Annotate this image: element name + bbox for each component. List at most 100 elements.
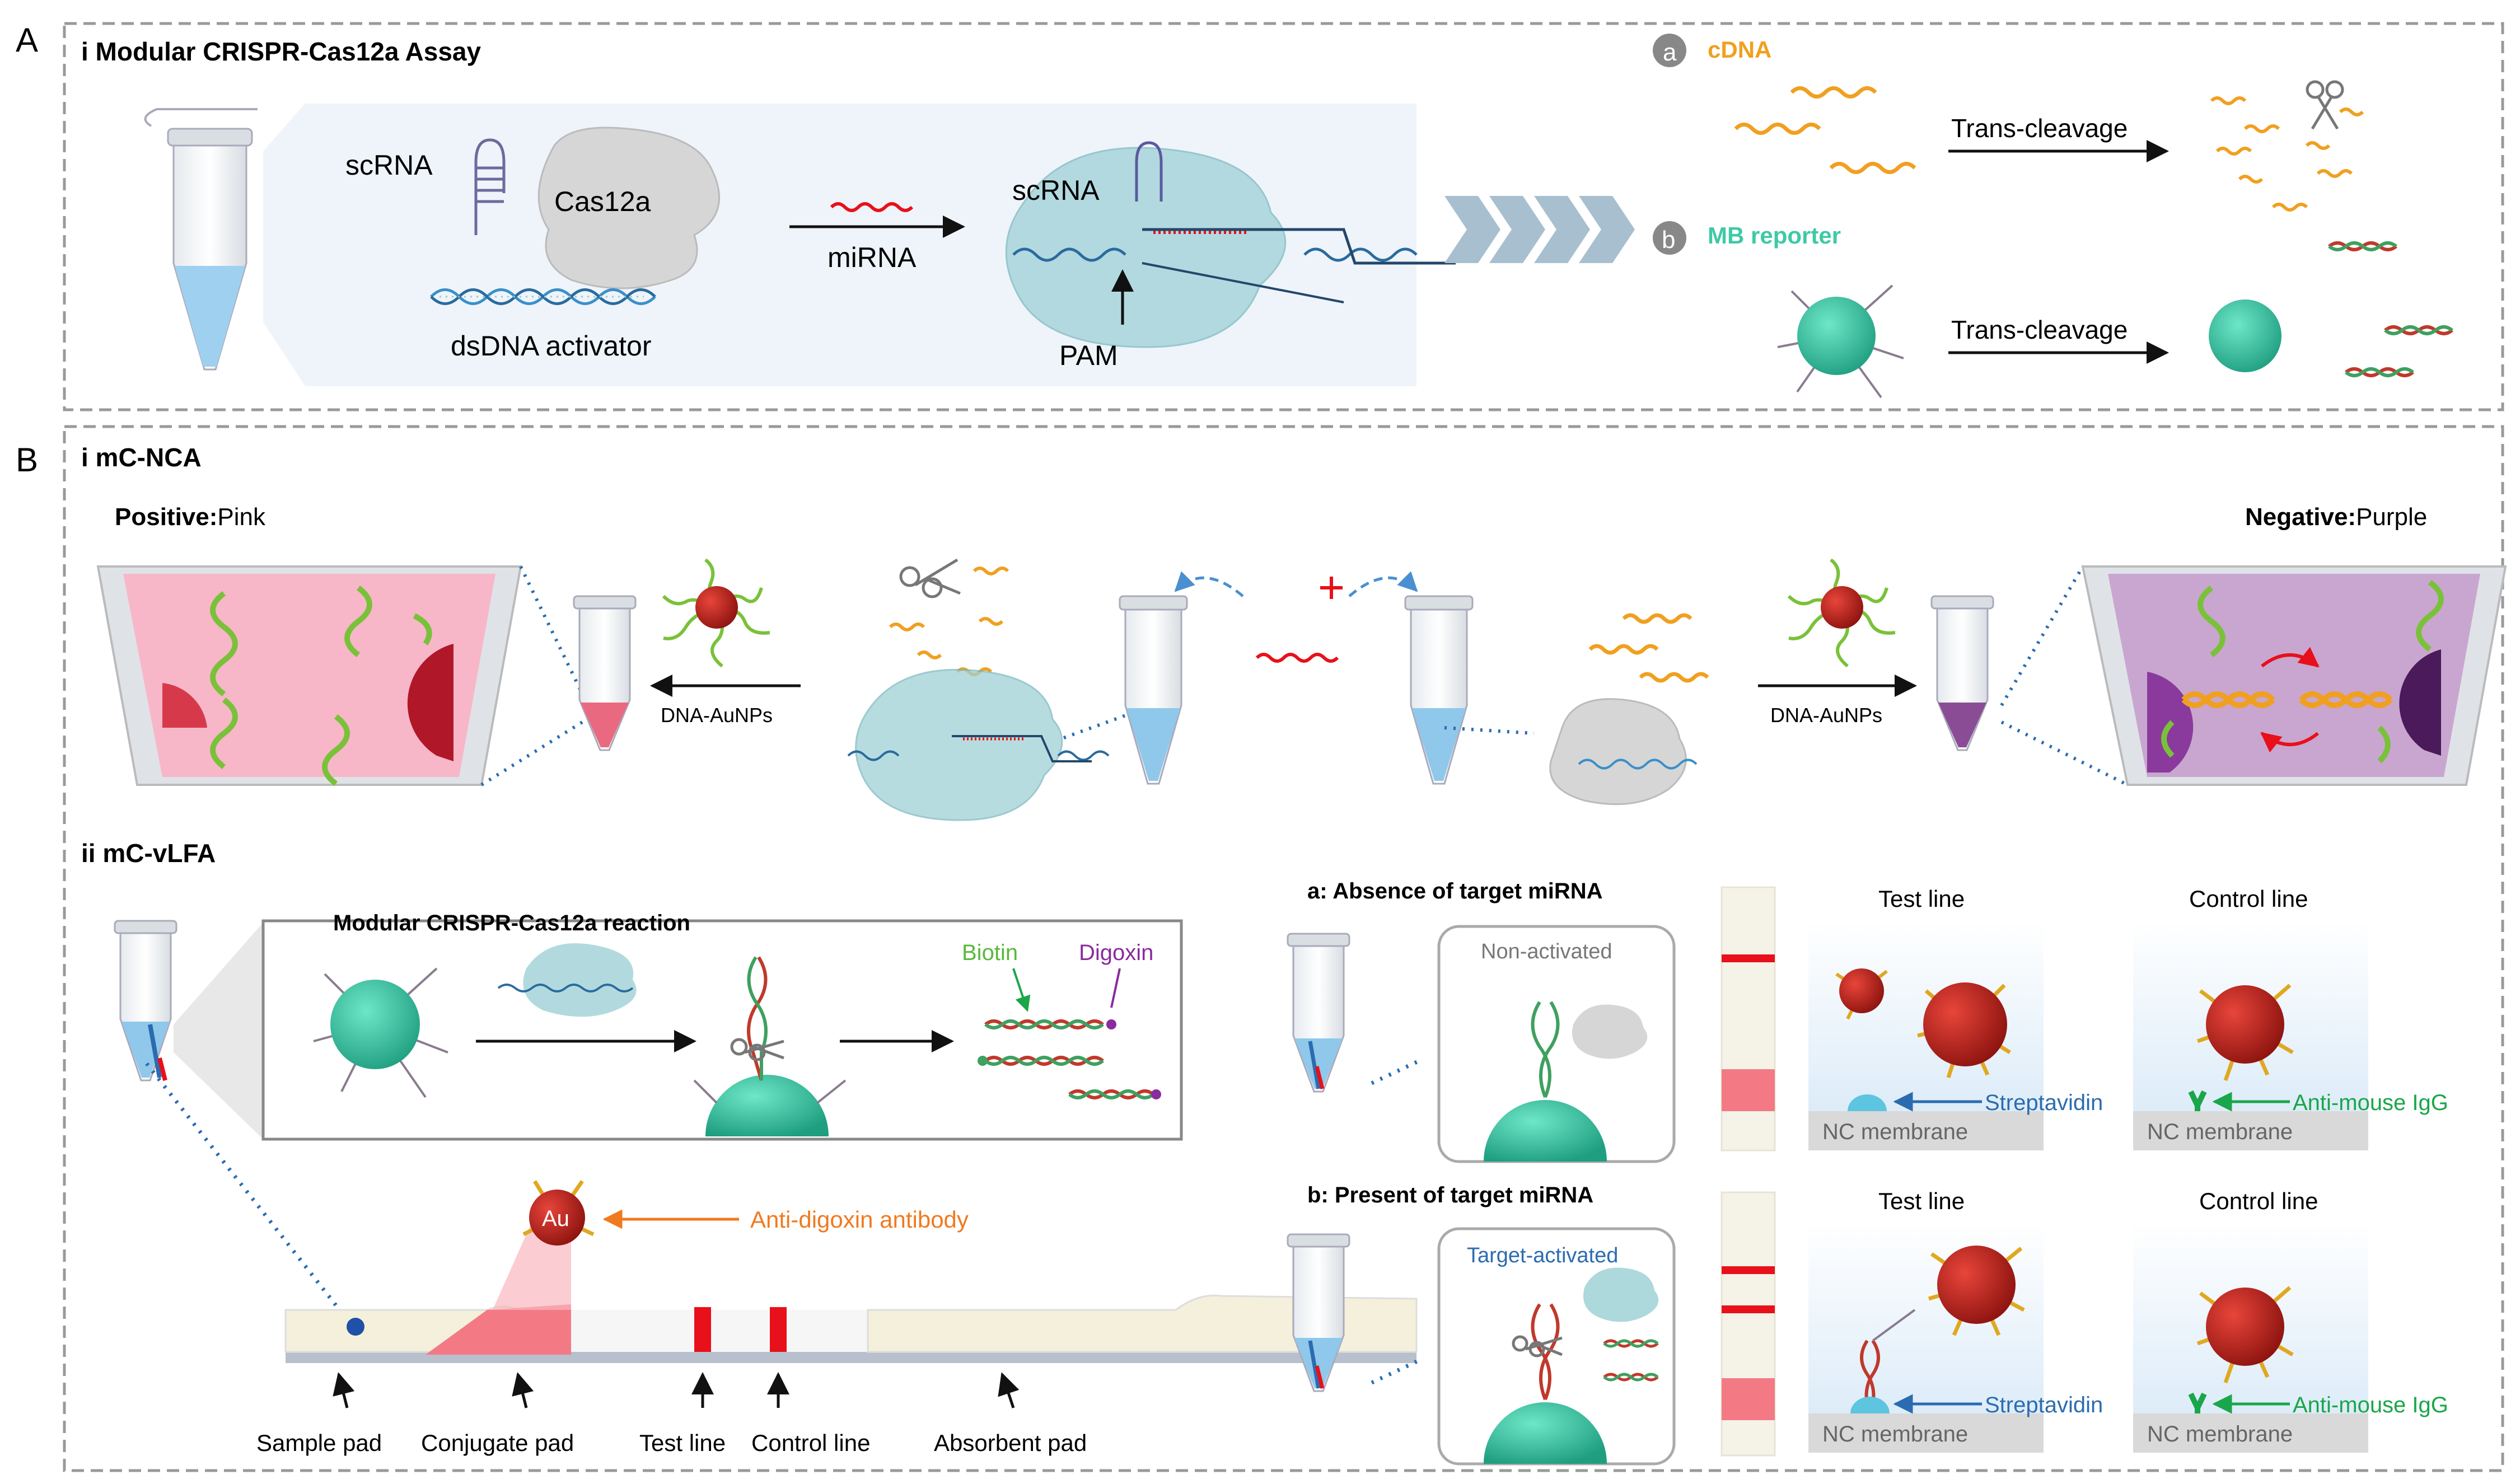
cdna-label: cDNA [1708, 36, 1771, 63]
present-tube [1287, 1233, 1350, 1392]
mirna-squiggle [830, 202, 914, 212]
digoxin-dot-1 [1106, 1019, 1116, 1029]
zoom-dots-left-1 [519, 565, 590, 706]
absence-nc-label-control: NC membrane [2147, 1120, 2293, 1144]
panel-a: A i Modular CRISPR-Cas12a Assay scRNA Ca… [16, 21, 2504, 411]
negative-tube [1930, 595, 1994, 751]
strip-label-absorbent: Absorbent pad [934, 1430, 1087, 1456]
absence-tube [1287, 933, 1350, 1093]
pam-label: PAM [1059, 340, 1118, 371]
zoom-dots-left-2 [480, 720, 583, 787]
present-test-aunp [1860, 1246, 2025, 1415]
digoxin-label: Digoxin [1079, 940, 1153, 965]
dna-aunps-right-label: DNA-AuNPs [1770, 704, 1882, 727]
strip-label-conjugate: Conjugate pad [421, 1430, 574, 1456]
present-control-band [1722, 1266, 1775, 1274]
scrna-hairpin [474, 138, 506, 235]
present-fragments [1603, 1339, 1659, 1382]
mb-half-bead [693, 956, 847, 1136]
mirna-label: miRNA [827, 242, 917, 273]
absence-title: a: Absence of target miRNA [1307, 879, 1603, 903]
zoom-dots-right-1 [2000, 565, 2084, 706]
au-label: Au [542, 1206, 569, 1231]
trans-label-1: Trans-cleavage [1951, 114, 2128, 143]
streptavidin-label-2: Streptavidin [1985, 1393, 2103, 1417]
present-nc-label-control: NC membrane [2147, 1422, 2293, 1446]
absence-nc-control [2133, 1111, 2368, 1150]
strip-label-control: Control line [751, 1430, 870, 1456]
purple-well [2081, 565, 2507, 786]
badge-a-text: a [1663, 39, 1677, 66]
complex-mini-dna [497, 984, 634, 993]
anti-mouse-label-1: Anti-mouse IgG [2293, 1090, 2448, 1115]
streptavidin-label-1: Streptavidin [1985, 1090, 2103, 1115]
strip-label-test: Test line [639, 1430, 726, 1456]
mb-label: MB reporter [1708, 222, 1841, 249]
curve-arrow-left [1174, 571, 1244, 597]
absence-reporter [1531, 1001, 1560, 1098]
panel-a-letter: A [16, 21, 38, 59]
scissors-icon-c [730, 1038, 784, 1061]
dna-aunps-left-label: DNA-AuNPs [661, 704, 773, 727]
badge-a [1653, 34, 1686, 67]
present-test-label: Test line [1878, 1188, 1965, 1214]
absence-test-label: Test line [1878, 886, 1965, 912]
present-nc-test [1808, 1413, 2044, 1453]
complex-mini [523, 943, 637, 1017]
scissors-icon-b [899, 558, 961, 598]
tube-a [144, 108, 258, 371]
panel-b: B i mC-NCA Positive:Pink Negative:Purple [16, 425, 2507, 1472]
streptavidin-shape-2 [1850, 1397, 1890, 1413]
scrna-label: scRNA [345, 149, 433, 181]
center-tube-left [1119, 595, 1188, 785]
chevrons [1444, 196, 1635, 263]
panel-b-frame [63, 425, 2504, 1472]
scrna-label-2: scRNA [1012, 175, 1100, 206]
cas12a-inactive [1549, 698, 1687, 806]
absence-control-aunp [2188, 984, 2294, 1111]
mirna-center [1255, 653, 1339, 663]
cdna-strands [1734, 86, 1916, 174]
absence-control-label: Control line [2189, 886, 2308, 912]
panel-b-title-i: i mC-NCA [81, 443, 202, 472]
absence-cas [1572, 1004, 1648, 1059]
activated-complex [1005, 141, 1456, 348]
present-test-band [1722, 1305, 1775, 1313]
center-tube-right [1404, 595, 1474, 785]
panel-a-title: i Modular CRISPR-Cas12a Assay [81, 37, 481, 66]
zoom-dots-right-2 [2000, 720, 2129, 787]
reaction-zoom-wedge [174, 923, 263, 1139]
trans-label-2: Trans-cleavage [1951, 315, 2128, 344]
present-title: b: Present of target miRNA [1307, 1183, 1593, 1207]
cdna-fragments [2210, 96, 2364, 212]
cleaved-fragments-b [984, 1019, 1154, 1099]
anti-mouse-label-2: Anti-mouse IgG [2293, 1393, 2448, 1417]
dna-aunp-right [1787, 558, 1896, 668]
present-nc-label-test: NC membrane [1822, 1422, 1968, 1446]
dsdna-inactive [1578, 759, 1698, 770]
present-sample-zone [1722, 1378, 1775, 1420]
absence-dots [1371, 1059, 1420, 1085]
panel-a-frame [63, 22, 2504, 411]
absence-bead [1484, 1100, 1607, 1162]
lfa-strip [284, 1294, 1418, 1363]
absence-control-band [1722, 954, 1775, 962]
negative-text: Negative:Purple [2245, 503, 2427, 531]
anti-digoxin-label: Anti-digoxin antibody [750, 1206, 969, 1233]
cas12a-protein [537, 127, 720, 289]
streptavidin-shape-1 [1848, 1094, 1887, 1111]
biotin-label: Biotin [962, 940, 1018, 965]
digoxin-dot-2 [1151, 1089, 1161, 1099]
dna-aunp-left [662, 558, 770, 668]
badge-b-text: b [1662, 226, 1675, 254]
dsdna-activator [430, 288, 656, 305]
cleaved-fragments-a [2328, 241, 2453, 377]
mb-bead-reaction [313, 967, 448, 1098]
dsdna-label: dsDNA activator [451, 330, 651, 362]
present-control-aunp [2188, 1286, 2294, 1413]
cdna-intact-b [1588, 613, 1709, 683]
panel-b-title-ii: ii mC-vLFA [81, 839, 216, 868]
mb-bead-a [1777, 284, 1904, 399]
target-activated-label: Target-activated [1467, 1244, 1618, 1267]
